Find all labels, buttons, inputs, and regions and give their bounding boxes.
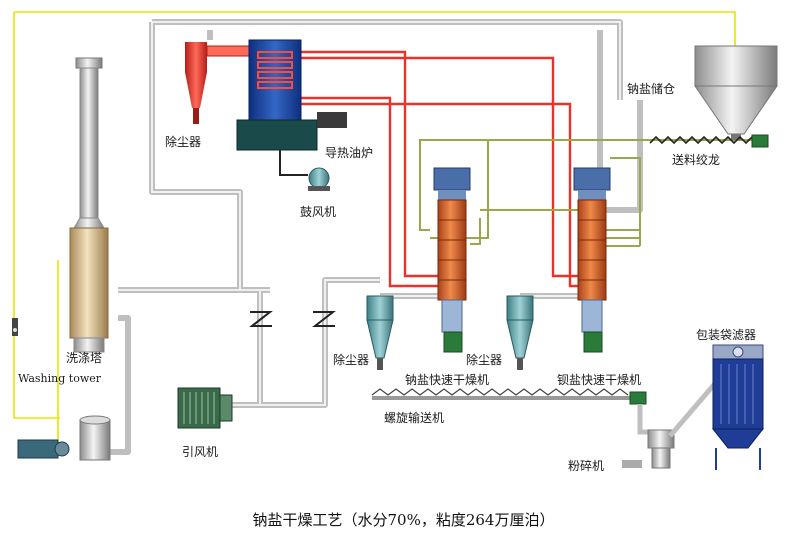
hot-oil-lines xyxy=(300,50,590,288)
sodium-dryer-label: 钠盐快速干燥机 xyxy=(405,372,489,387)
feed-auger-label: 送料绞龙 xyxy=(672,152,720,167)
washing-tower-cn-label: 洗涤塔 xyxy=(66,351,102,365)
damper-symbol-2 xyxy=(312,311,336,327)
washing-tower xyxy=(69,57,109,353)
valve-symbol xyxy=(12,318,18,336)
blower-label: 鼓风机 xyxy=(300,205,336,219)
barium-dryer-label: 钡盐快速干燥机 xyxy=(557,373,641,387)
thermal-oil-furnace xyxy=(236,39,347,176)
top-dust-collector xyxy=(185,42,250,124)
dust-collector-2-label: 除尘器 xyxy=(466,352,502,367)
screw-conveyor-label: 螺旋输送机 xyxy=(384,410,444,425)
bag-filter-label: 包装袋滤器 xyxy=(696,328,756,342)
pulverizer-label: 粉碎机 xyxy=(568,458,604,473)
sodium-salt-silo xyxy=(694,45,778,140)
sodium-flash-dryer xyxy=(433,167,471,353)
induced-fan-label: 引风机 xyxy=(182,445,218,459)
circulation-pump xyxy=(17,439,70,459)
bag-filter xyxy=(711,344,765,470)
dust-collector-2 xyxy=(506,295,534,370)
damper-symbol-1 xyxy=(249,311,273,327)
feed-auger xyxy=(649,134,769,148)
sodium-silo-label: 钠盐储仓 xyxy=(627,81,675,96)
dust-collector-top-label: 除尘器 xyxy=(165,134,201,149)
barium-flash-dryer xyxy=(573,167,611,353)
washing-tower-en-label: Washing tower xyxy=(18,372,102,385)
signal-line xyxy=(13,11,736,440)
diagram-caption: 钠盐干燥工艺（水分70%，粘度264万厘泊） xyxy=(252,511,555,529)
dust-collector-1 xyxy=(366,295,394,370)
water-tank xyxy=(79,415,111,461)
screw-conveyor xyxy=(371,388,647,405)
blower xyxy=(308,167,330,191)
induced-draft-fan xyxy=(177,387,233,429)
dust-collector-1-label: 除尘器 xyxy=(333,352,369,367)
oil-furnace-label: 导热油炉 xyxy=(325,146,373,160)
